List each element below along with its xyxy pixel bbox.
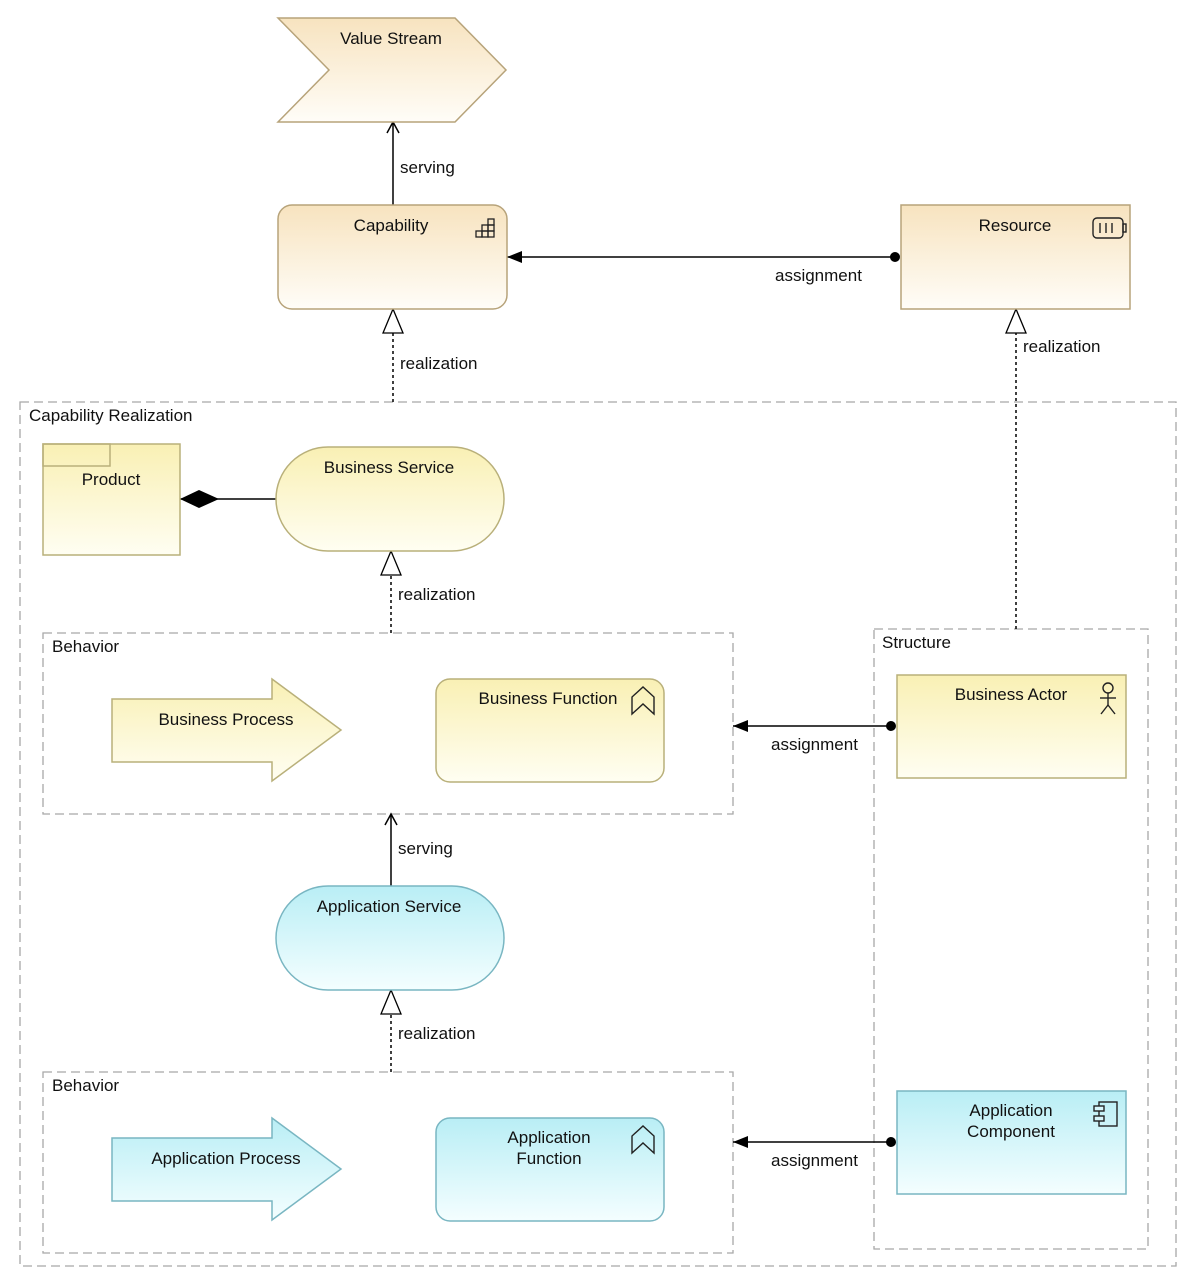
business-function-label: Business Function [479,689,618,708]
product-label: Product [82,470,141,489]
node-resource[interactable]: Resource [900,204,1131,310]
rel-actor-assignment-behavior[interactable]: assignment [733,720,896,754]
rel-group-realization-label: realization [400,354,478,373]
application-function-label-line2: Function [516,1149,581,1168]
rel-group-realization-capability[interactable]: realization [393,309,478,402]
group-structure[interactable]: Structure [873,628,1149,1250]
group-behavior-business-label: Behavior [52,637,119,656]
node-application-function[interactable]: Application Function [435,1117,665,1222]
rel-behavior-realization-service[interactable]: realization [391,551,476,633]
rel-component-assignment-appbehavior[interactable]: assignment [733,1136,896,1170]
group-behavior-business[interactable]: Behavior [42,632,734,815]
rel-resource-assignment-label: assignment [775,266,862,285]
rel-structure-realization-label: realization [1023,337,1101,356]
function-chevron-icon [631,686,655,716]
node-business-process[interactable]: Business Process [111,677,343,783]
node-business-service[interactable]: Business Service [275,446,505,552]
capability-label: Capability [354,216,429,235]
group-behavior-application[interactable]: Behavior [42,1071,734,1254]
business-service-label: Business Service [324,458,454,477]
rel-capability-serving-label: serving [400,158,455,177]
value-stream-label: Value Stream [340,29,442,48]
node-application-process[interactable]: Application Process [111,1116,343,1222]
application-service-label: Application Service [317,897,462,916]
rel-actor-assignment-label: assignment [771,735,858,754]
rel-appbehavior-realization-appservice[interactable]: realization [391,990,476,1072]
application-component-label-line1: Application [969,1101,1052,1120]
node-business-actor[interactable]: Business Actor [896,674,1127,779]
business-actor-label: Business Actor [955,685,1068,704]
group-behavior-application-label: Behavior [52,1076,119,1095]
function-chevron-icon [631,1125,655,1155]
node-value-stream[interactable]: Value Stream [276,17,508,123]
application-component-label-line2: Component [967,1122,1055,1141]
rel-structure-realization-resource[interactable]: realization [1016,309,1101,629]
node-application-component[interactable]: Application Component [896,1090,1127,1195]
resource-label: Resource [979,216,1052,235]
application-process-label: Application Process [151,1149,300,1168]
capability-icon [475,218,495,238]
node-application-service[interactable]: Application Service [275,885,505,991]
component-icon [1093,1101,1118,1127]
group-structure-label: Structure [882,633,951,652]
rel-capability-serving-valuestream[interactable]: serving [386,120,455,205]
rel-appbehavior-realization-label: realization [398,1024,476,1043]
battery-icon [1092,217,1127,239]
application-function-label-line1: Application [507,1128,590,1147]
rel-appservice-serving-behavior[interactable]: serving [384,812,453,886]
group-capability-realization[interactable]: Capability Realization [19,401,1177,1267]
rel-component-assignment-label: assignment [771,1151,858,1170]
node-capability[interactable]: Capability [277,204,508,310]
actor-icon [1100,682,1116,715]
node-product[interactable]: Product [42,443,181,556]
node-business-function[interactable]: Business Function [435,678,665,783]
rel-appservice-serving-label: serving [398,839,453,858]
group-capability-realization-label: Capability Realization [29,406,192,425]
business-process-label: Business Process [158,710,293,729]
rel-behavior-realization-label: realization [398,585,476,604]
rel-resource-assignment-capability[interactable]: assignment [507,251,900,285]
